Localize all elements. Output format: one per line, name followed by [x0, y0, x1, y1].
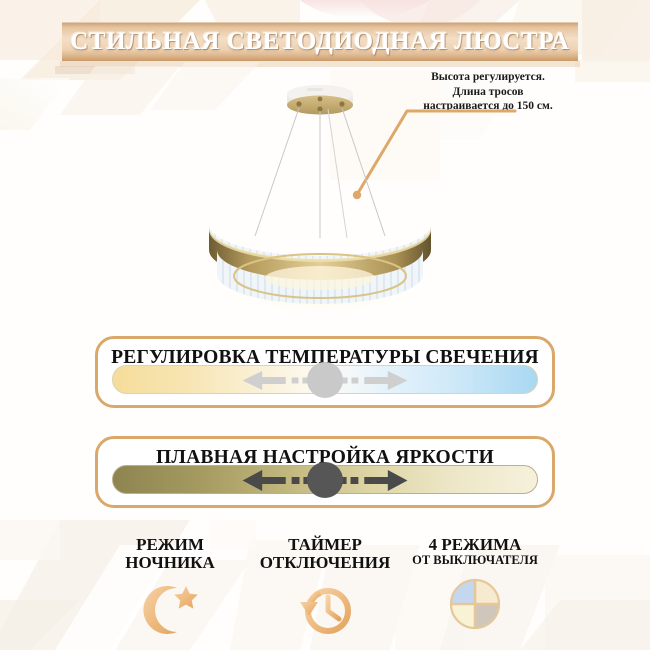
feature-shutdown-timer-line2: ОТКЛЮЧЕНИЯ	[259, 552, 391, 572]
brightness-slider-knob[interactable]	[307, 461, 343, 498]
feature-four-modes: 4 РЕЖИМА ОТ ВЫКЛЮЧАТЕЛЯ	[400, 536, 550, 635]
rewind-arrow-head	[300, 601, 318, 616]
moon-star-icon-svg	[143, 585, 198, 634]
ring-gold-band	[209, 228, 431, 282]
annotation-line-2: Длина тросов	[452, 85, 524, 98]
feature-night-mode-line2: НОЧНИКА	[125, 552, 215, 572]
feature-night-mode-line1: РЕЖИМ	[136, 535, 204, 554]
star-shape	[174, 585, 198, 609]
clock-history-icon	[250, 578, 400, 640]
clock-history-icon-svg	[300, 587, 351, 634]
four-quadrant-circle-icon	[400, 573, 550, 635]
rewind-arc	[308, 590, 322, 604]
quadrants	[451, 579, 499, 628]
ceiling-plate-base	[287, 95, 353, 115]
quadrant-bottom-left	[451, 603, 475, 628]
panel-color-temperature-title: РЕГУЛИРОВКА ТЕМПЕРАТУРЫ СВЕЧЕНИЯ	[111, 347, 539, 368]
led-inner-rim	[233, 253, 407, 299]
cable-anchors	[296, 88, 345, 112]
chandelier-svg	[209, 85, 431, 313]
color-temperature-slider-knob[interactable]	[307, 361, 343, 398]
panel-brightness[interactable]: ПЛАВНАЯ НАСТРОЙКА ЯРКОСТИ	[95, 436, 555, 508]
quadrant-top-right	[475, 579, 499, 604]
page-title-banner: СТИЛЬНАЯ СВЕТОДИОДНАЯ ЛЮСТРА	[62, 22, 578, 61]
clock-hands	[325, 594, 342, 622]
feature-shutdown-timer-line1: ТАЙМЕР	[288, 535, 362, 554]
moon-star-icon	[95, 578, 245, 640]
panel-color-temperature[interactable]: РЕГУЛИРОВКА ТЕМПЕРАТУРЫ СВЕЧЕНИЯ	[95, 336, 555, 408]
led-center-light	[265, 266, 375, 290]
chandelier-product-image	[195, 78, 445, 318]
panel-brightness-title: ПЛАВНАЯ НАСТРОЙКА ЯРКОСТИ	[156, 447, 494, 468]
annotation-line-3: настраивается до 150 см.	[423, 100, 553, 113]
page-title: СТИЛЬНАЯ СВЕТОДИОДНАЯ ЛЮСТРА	[70, 27, 570, 55]
brightness-slider[interactable]	[112, 461, 538, 498]
feature-night-mode: РЕЖИМ НОЧНИКА	[95, 536, 245, 640]
suspension-cables	[254, 107, 386, 239]
annotation-line-1: Высота регулируется.	[431, 71, 545, 83]
feature-four-modes-line1: 4 РЕЖИМА	[428, 535, 522, 554]
feature-four-modes-line2: ОТ ВЫКЛЮЧАТЕЛЯ	[412, 552, 538, 567]
feature-shutdown-timer: ТАЙМЕР ОТКЛЮЧЕНИЯ	[250, 536, 400, 640]
height-annotation: Высота регулируется. Длина тросов настра…	[398, 70, 578, 114]
crescent-moon-shape	[143, 585, 177, 634]
quadrant-bottom-right	[475, 603, 499, 628]
quadrant-top-left	[451, 579, 475, 604]
four-quadrant-circle-svg	[449, 578, 501, 630]
color-temperature-slider[interactable]	[112, 361, 538, 398]
